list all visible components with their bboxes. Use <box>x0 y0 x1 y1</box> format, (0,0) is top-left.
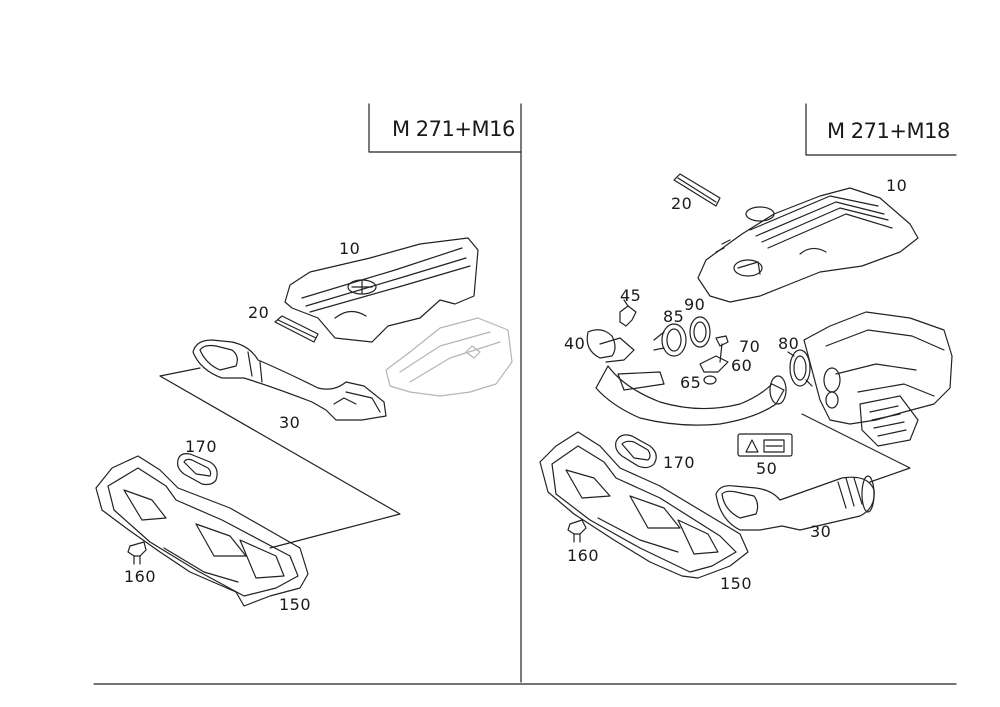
right-engine-title: M 271+M18 <box>827 119 950 143</box>
left-engine-block-ghost <box>385 317 513 397</box>
right-air-duct-30 <box>715 475 875 531</box>
right-sensor-45 <box>619 299 637 327</box>
callout-right-10: 10 <box>886 176 908 195</box>
callout-right-60: 60 <box>731 356 753 375</box>
left-gasket-strip <box>274 315 319 343</box>
left-engine-cover <box>284 237 479 343</box>
callout-right-40: 40 <box>564 334 586 353</box>
right-clamp-80 <box>787 349 813 387</box>
right-leader-intake <box>801 413 911 483</box>
callout-right-150: 150 <box>720 574 753 593</box>
right-engine-cover <box>697 187 919 303</box>
callout-right-20: 20 <box>671 194 693 213</box>
callout-right-160: 160 <box>567 546 600 565</box>
right-intake-module <box>803 311 953 447</box>
callout-right-70: 70 <box>739 337 761 356</box>
callout-left-160: 160 <box>124 567 157 586</box>
left-air-duct <box>192 339 387 421</box>
right-seal-170 <box>615 434 657 469</box>
right-title-box <box>805 103 957 156</box>
callout-left-20: 20 <box>248 303 270 322</box>
callout-right-85: 85 <box>663 307 685 326</box>
callout-right-50: 50 <box>756 459 778 478</box>
right-warning-label-50 <box>737 433 793 457</box>
callout-left-10: 10 <box>339 239 361 258</box>
left-leader-30 <box>159 367 401 549</box>
callout-right-65: 65 <box>680 373 702 392</box>
right-clamp-85 <box>653 323 687 357</box>
left-engine-title: M 271+M16 <box>392 117 515 141</box>
callout-left-30: 30 <box>279 413 301 432</box>
callout-left-170: 170 <box>185 437 218 456</box>
callout-left-150: 150 <box>279 595 312 614</box>
right-ring-65 <box>703 375 717 385</box>
left-clip-160 <box>127 541 147 565</box>
right-bolt-70 <box>715 335 729 363</box>
left-seal-170 <box>177 453 218 486</box>
callout-right-170: 170 <box>663 453 696 472</box>
right-gasket-strip <box>673 173 721 207</box>
left-tray-150 <box>95 455 309 607</box>
callout-right-90: 90 <box>684 295 706 314</box>
right-clip-160 <box>567 519 587 543</box>
callout-right-45: 45 <box>620 286 642 305</box>
right-hose-40 <box>586 329 787 426</box>
right-bracket-60 <box>699 355 729 373</box>
callout-right-80: 80 <box>778 334 800 353</box>
right-tray-150 <box>539 431 749 579</box>
callout-right-30: 30 <box>810 522 832 541</box>
left-title-box <box>368 103 522 153</box>
right-clamp-90 <box>689 316 711 348</box>
